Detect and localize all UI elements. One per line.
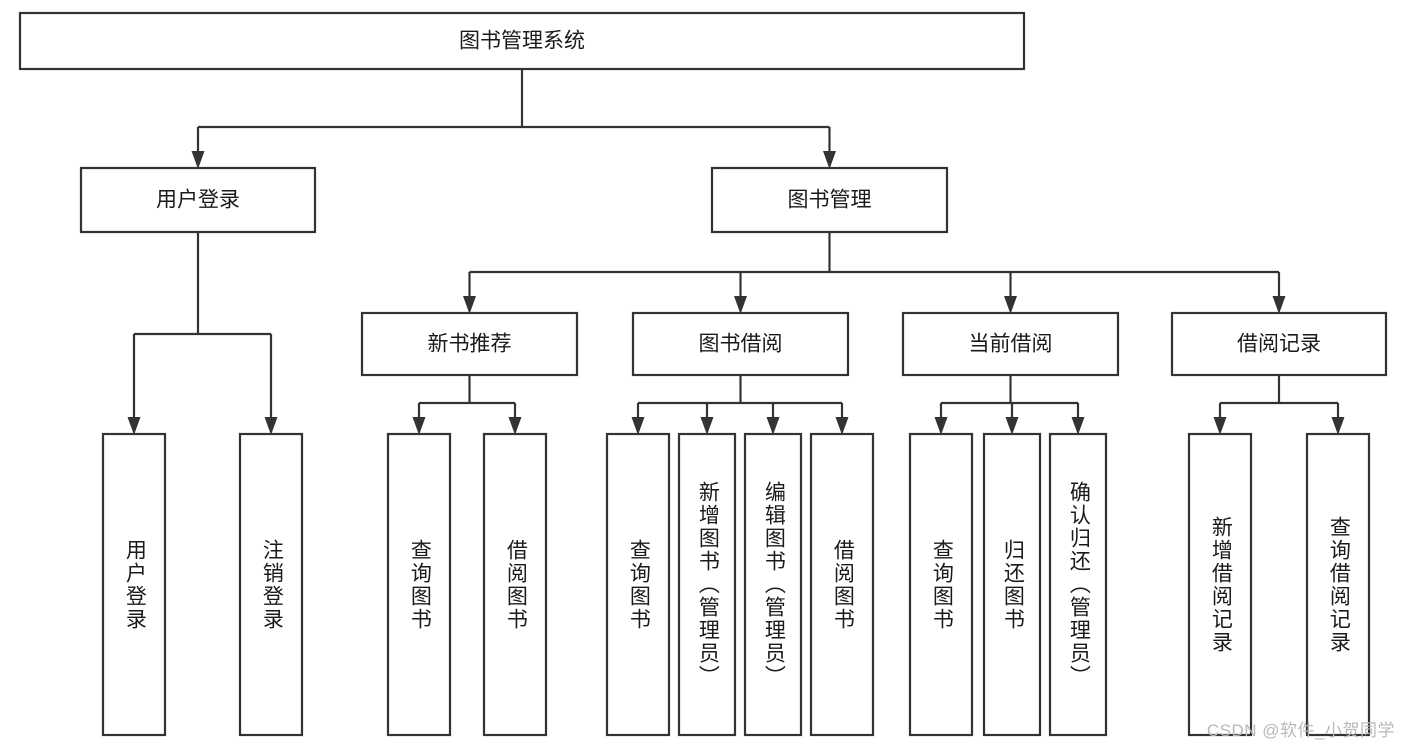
node-user-login[interactable]	[79, 166, 317, 234]
node-book-borrow[interactable]	[631, 311, 850, 377]
arrow-head-leaf-edit-book	[766, 417, 780, 435]
node-borrow-record[interactable]	[1170, 311, 1388, 377]
node-box-book-manage[interactable]	[710, 166, 949, 234]
node-label-user-login: 用户登录	[156, 189, 240, 212]
node-box-root[interactable]	[18, 11, 1026, 71]
node-box-leaf-borrow-book-1[interactable]	[482, 432, 548, 737]
node-leaf-logout[interactable]	[238, 432, 304, 737]
node-leaf-query-book-2[interactable]	[605, 432, 671, 737]
node-box-leaf-user-login[interactable]	[101, 432, 167, 737]
arrow-head-user-login	[191, 151, 205, 169]
arrow-head-leaf-add-record	[1213, 417, 1227, 435]
node-label-book-manage: 图书管理	[788, 189, 872, 212]
node-box-leaf-return-book[interactable]	[982, 432, 1042, 737]
node-label-new-book-recommend: 新书推荐	[428, 333, 512, 356]
arrow-head-leaf-logout	[264, 417, 278, 435]
arrow-head-leaf-query-book-2	[631, 417, 645, 435]
arrow-head-leaf-query-book-3	[934, 417, 948, 435]
node-book-manage[interactable]	[710, 166, 949, 234]
arrow-head-leaf-return-book	[1005, 417, 1019, 435]
node-box-leaf-edit-book[interactable]	[743, 432, 803, 737]
node-box-book-borrow[interactable]	[631, 311, 850, 377]
node-leaf-add-book[interactable]	[677, 432, 737, 737]
node-current-borrow[interactable]	[901, 311, 1120, 377]
node-leaf-confirm-return[interactable]	[1048, 432, 1108, 737]
node-leaf-user-login[interactable]	[101, 432, 167, 737]
node-label-borrow-record: 借阅记录	[1237, 333, 1321, 356]
node-leaf-add-record[interactable]	[1187, 432, 1253, 737]
node-box-leaf-add-record[interactable]	[1187, 432, 1253, 737]
node-box-new-book-recommend[interactable]	[360, 311, 579, 377]
node-leaf-borrow-book-2[interactable]	[809, 432, 875, 737]
node-label-book-borrow: 图书借阅	[699, 333, 783, 356]
node-leaf-query-book-1[interactable]	[386, 432, 452, 737]
arrow-head-book-manage	[823, 151, 836, 169]
watermark: CSDN @软件_小贺同学	[1206, 721, 1395, 740]
arrow-head-leaf-query-book-1	[412, 417, 426, 435]
arrow-head-current-borrow	[1004, 296, 1017, 314]
node-box-leaf-query-book-1[interactable]	[386, 432, 452, 737]
node-box-leaf-logout[interactable]	[238, 432, 304, 737]
node-box-leaf-confirm-return[interactable]	[1048, 432, 1108, 737]
arrow-head-new-book-recommend	[463, 296, 476, 314]
node-box-current-borrow[interactable]	[901, 311, 1120, 377]
arrow-head-leaf-query-record	[1331, 417, 1345, 435]
arrow-head-leaf-add-book	[700, 417, 714, 435]
node-box-borrow-record[interactable]	[1170, 311, 1388, 377]
arrow-head-leaf-borrow-book-1	[508, 417, 522, 435]
arrow-head-book-borrow	[734, 296, 747, 314]
arrow-head-leaf-borrow-book-2	[835, 417, 849, 435]
node-leaf-borrow-book-1[interactable]	[482, 432, 548, 737]
node-leaf-return-book[interactable]	[982, 432, 1042, 737]
arrow-head-leaf-confirm-return	[1071, 417, 1085, 435]
arrow-head-borrow-record	[1272, 296, 1286, 314]
node-new-book-recommend[interactable]	[360, 311, 579, 377]
node-leaf-edit-book[interactable]	[743, 432, 803, 737]
node-box-leaf-query-book-3[interactable]	[908, 432, 974, 737]
node-leaf-query-record[interactable]	[1305, 432, 1371, 737]
node-box-leaf-query-book-2[interactable]	[605, 432, 671, 737]
node-box-leaf-borrow-book-2[interactable]	[809, 432, 875, 737]
node-box-leaf-query-record[interactable]	[1305, 432, 1371, 737]
node-label-root: 图书管理系统	[459, 30, 585, 53]
node-box-user-login[interactable]	[79, 166, 317, 234]
node-box-leaf-add-book[interactable]	[677, 432, 737, 737]
node-leaf-query-book-3[interactable]	[908, 432, 974, 737]
connector-layer	[127, 69, 1345, 435]
node-root[interactable]	[18, 11, 1026, 71]
node-label-current-borrow: 当前借阅	[969, 333, 1053, 356]
arrow-head-leaf-user-login	[127, 417, 141, 435]
